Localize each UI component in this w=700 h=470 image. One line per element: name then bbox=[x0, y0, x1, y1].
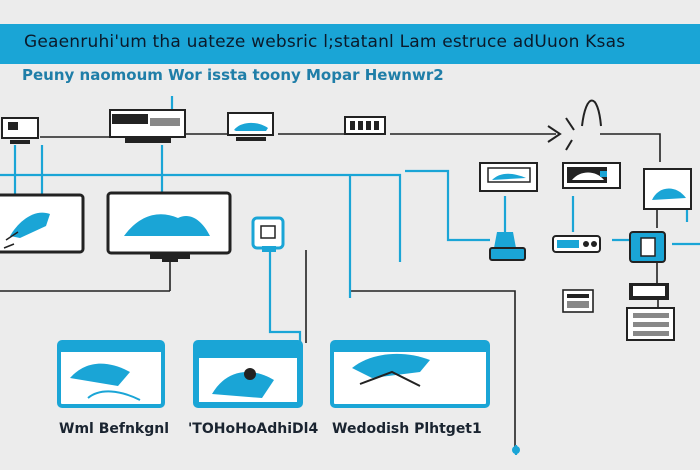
title-banner: Geaenruhi'um tha uateze websric l;statan… bbox=[0, 24, 700, 64]
cash-register-icon bbox=[626, 283, 675, 341]
printer-icon bbox=[489, 232, 526, 261]
server-rack-icon bbox=[344, 116, 386, 135]
caption-screen-2: 'TOHoHoAdhiDl4 bbox=[188, 421, 319, 437]
small-monitor-icon-right bbox=[643, 168, 692, 210]
phone-icon bbox=[629, 231, 666, 263]
laptop-icon bbox=[227, 112, 274, 141]
bottom-screen-1 bbox=[57, 340, 165, 408]
connector-lines-dark bbox=[0, 133, 661, 448]
caption-screen-3: Wedodish Plhtget1 bbox=[332, 421, 482, 437]
page-title: Geaenruhi'um tha uateze websric l;statan… bbox=[24, 32, 626, 52]
endpoint-dot bbox=[512, 446, 520, 454]
camera-icon bbox=[562, 162, 621, 189]
video-box-icon bbox=[109, 109, 186, 143]
tv-screen-icon bbox=[106, 191, 232, 262]
calculator-icon bbox=[562, 289, 594, 313]
connector-lines-blue bbox=[0, 96, 700, 455]
small-monitor-icon bbox=[1, 117, 39, 144]
router-icon bbox=[552, 235, 601, 253]
bottom-screen-2 bbox=[193, 340, 303, 408]
laptop-icon-right bbox=[479, 162, 538, 192]
page-subtitle: Peuny naomoum Wor issta toony Mopar Hewn… bbox=[22, 66, 444, 84]
large-monitor-icon bbox=[0, 193, 85, 254]
bottom-screen-3 bbox=[330, 340, 490, 408]
caption-screen-1: Wml Befnkgnl bbox=[59, 421, 170, 437]
usb-device-icon bbox=[251, 216, 285, 252]
signal-arrow-icon bbox=[547, 99, 602, 151]
